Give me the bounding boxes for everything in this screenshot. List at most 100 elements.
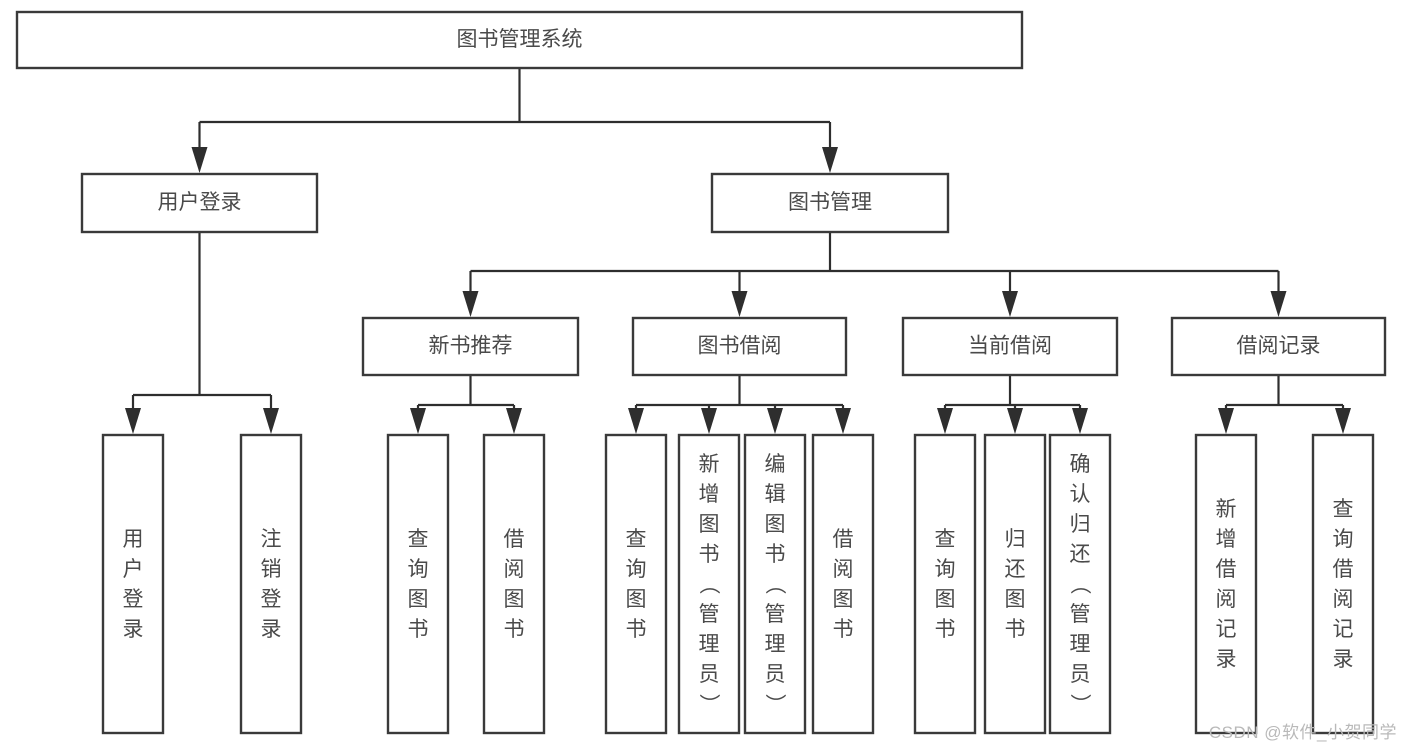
node-root-图书管理系统[interactable]: 图书管理系统 — [15, 10, 1024, 70]
node-label-char: 录 — [1333, 648, 1354, 671]
node-label-char: 书 — [626, 618, 647, 641]
edge-group-current-borrow — [937, 375, 1088, 434]
node-label-char: 录 — [261, 618, 282, 641]
edge-group-root — [191, 68, 838, 173]
edge-group-user-login — [125, 232, 279, 434]
node-label-char: 书 — [935, 618, 956, 641]
node-box — [1170, 316, 1387, 377]
node-box — [239, 433, 303, 735]
node-label-char: 归 — [1005, 528, 1026, 551]
node-label-char: 图 — [833, 588, 854, 611]
node-label-char: 理 — [1070, 633, 1091, 656]
node-label-char: 图 — [626, 588, 647, 611]
node-label-char: 新 — [699, 453, 720, 476]
node-leaf-user-login[interactable]: 用户登录 — [101, 433, 165, 735]
node-user-login[interactable]: 用户登录 — [80, 172, 319, 234]
node-label-char: 询 — [935, 558, 956, 581]
node-box — [1311, 433, 1375, 735]
node-box — [361, 316, 580, 377]
node-box — [710, 172, 950, 234]
connector-layer — [125, 68, 1351, 434]
edge-group-book-borrow — [628, 375, 851, 434]
node-label: 图书借阅 — [698, 334, 782, 357]
node-book-manage[interactable]: 图书管理 — [710, 172, 950, 234]
node-box — [15, 10, 1024, 70]
node-label-char: 书 — [765, 543, 786, 566]
node-borrow-record[interactable]: 借阅记录 — [1170, 316, 1387, 377]
node-current-borrow[interactable]: 当前借阅 — [901, 316, 1119, 377]
node-label-char: 注 — [261, 528, 282, 551]
node-label-char: 阅 — [504, 558, 525, 581]
node-box — [1048, 433, 1112, 735]
edge-group-borrow-record — [1218, 375, 1351, 434]
node-label-char: ） — [1068, 694, 1091, 715]
node-label-char: 书 — [1005, 618, 1026, 641]
node-label: 图书管理系统 — [457, 28, 583, 51]
node-label-char: 书 — [699, 543, 720, 566]
edge-group-new-book-recommend — [410, 375, 522, 434]
node-box — [743, 433, 807, 735]
node-label-char: ） — [763, 694, 786, 715]
node-label-char: 录 — [1216, 648, 1237, 671]
node-label-char: 阅 — [833, 558, 854, 581]
node-label-char: 员 — [765, 663, 786, 686]
node-box — [1194, 433, 1258, 735]
node-label-char: 查 — [626, 528, 647, 551]
node-label-char: 管 — [765, 603, 786, 626]
node-box — [811, 433, 875, 735]
node-label-char: ） — [697, 694, 720, 715]
node-label-char: 销 — [261, 558, 282, 581]
node-label-char: 还 — [1005, 558, 1026, 581]
node-label-char: 记 — [1216, 618, 1237, 641]
node-label-char: 管 — [699, 603, 720, 626]
node-label-char: 认 — [1070, 483, 1091, 506]
node-label-char: 借 — [1216, 558, 1237, 581]
node-label: 新书推荐 — [429, 334, 513, 357]
node-label-char: （ — [1068, 574, 1091, 595]
node-label-char: 借 — [504, 528, 525, 551]
node-box — [482, 433, 546, 735]
node-label-char: 理 — [699, 633, 720, 656]
node-label-char: 用 — [123, 528, 144, 551]
node-label-char: 记 — [1333, 618, 1354, 641]
node-label: 图书管理 — [788, 191, 872, 214]
node-label: 借阅记录 — [1237, 334, 1321, 357]
node-box — [901, 316, 1119, 377]
node-label-char: 书 — [408, 618, 429, 641]
node-label-char: 询 — [408, 558, 429, 581]
node-label-char: 借 — [1333, 558, 1354, 581]
node-book-borrow[interactable]: 图书借阅 — [631, 316, 848, 377]
node-label-char: 图 — [935, 588, 956, 611]
node-label-char: （ — [697, 574, 720, 595]
node-label-char: 员 — [699, 663, 720, 686]
node-label-char: 查 — [935, 528, 956, 551]
node-box — [80, 172, 319, 234]
node-label-char: 书 — [833, 618, 854, 641]
node-label-char: （ — [763, 574, 786, 595]
node-label-char: 阅 — [1333, 588, 1354, 611]
node-label-char: 辑 — [765, 483, 786, 506]
csdn-watermark: CSDN @软件_小贺同学 — [1208, 723, 1397, 742]
node-label-char: 查 — [408, 528, 429, 551]
node-label-char: 询 — [1333, 528, 1354, 551]
node-label: 当前借阅 — [968, 334, 1052, 357]
node-label-char: 图 — [408, 588, 429, 611]
node-label-char: 查 — [1333, 498, 1354, 521]
node-label-char: 编 — [765, 453, 786, 476]
node-new-book-recommend[interactable]: 新书推荐 — [361, 316, 580, 377]
node-label-char: 增 — [1216, 528, 1237, 551]
